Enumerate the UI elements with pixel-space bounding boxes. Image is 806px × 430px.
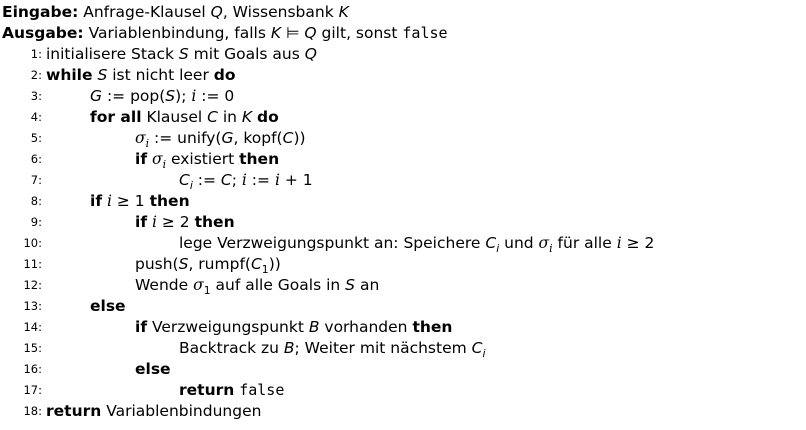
line-number: 17:: [23, 383, 42, 397]
input-text: Anfrage-Klausel Q, Wissensbank K: [83, 3, 349, 21]
line-text: σi := unify(G, kopf(C)): [135, 129, 306, 151]
output-label: Ausgabe:: [2, 24, 84, 42]
line-number: 7:: [30, 173, 42, 187]
line-number: 11:: [23, 257, 42, 271]
input-line: Eingabe: Anfrage-Klausel Q, Wissensbank …: [2, 2, 349, 23]
line-text: Ci := C; i := i + 1: [179, 171, 313, 193]
line-text: lege Verzweigungspunkt an: Speichere Ci …: [179, 234, 655, 256]
line-number: 9:: [30, 215, 42, 229]
input-label: Eingabe:: [2, 3, 79, 21]
line-number: 6:: [30, 152, 42, 166]
line-number: 14:: [23, 320, 42, 334]
line-text: Wende σ1 auf alle Goals in S an: [135, 276, 380, 298]
line-number: 4:: [30, 110, 42, 124]
line-text: if i ≥ 2 then: [135, 213, 235, 231]
line-text: while S ist nicht leer do: [46, 66, 236, 84]
line-number: 18:: [23, 404, 42, 418]
line-number: 3:: [30, 89, 42, 103]
line-text: if i ≥ 1 then: [90, 192, 190, 210]
line-number: 5:: [30, 131, 42, 145]
line-number: 1:: [30, 47, 42, 61]
line-text: return false: [179, 381, 285, 399]
line-number: 15:: [23, 341, 42, 355]
output-text: Variablenbindung, falls K ⊨ Q gilt, sons…: [88, 24, 448, 42]
line-text: Backtrack zu B; Weiter mit nächstem Ci: [179, 339, 486, 361]
line-text: return Variablenbindungen: [46, 402, 262, 420]
output-line: Ausgabe: Variablenbindung, falls K ⊨ Q g…: [2, 23, 448, 44]
line-number: 16:: [23, 362, 42, 376]
line-text: if Verzweigungspunkt B vorhanden then: [135, 318, 453, 336]
line-number: 8:: [30, 194, 42, 208]
line-text: for all Klausel C in K do: [90, 108, 279, 126]
line-number: 13:: [23, 299, 42, 313]
line-text: else: [135, 360, 171, 378]
line-number: 12:: [23, 278, 42, 292]
line-text: initialisere Stack S mit Goals aus Q: [46, 45, 317, 63]
line-number: 10:: [23, 236, 42, 250]
line-text: else: [90, 297, 126, 315]
line-text: G := pop(S); i := 0: [90, 87, 235, 105]
line-number: 2:: [30, 68, 42, 82]
line-text: push(S, rumpf(C1)): [135, 255, 281, 277]
line-text: if σi existiert then: [135, 150, 280, 172]
